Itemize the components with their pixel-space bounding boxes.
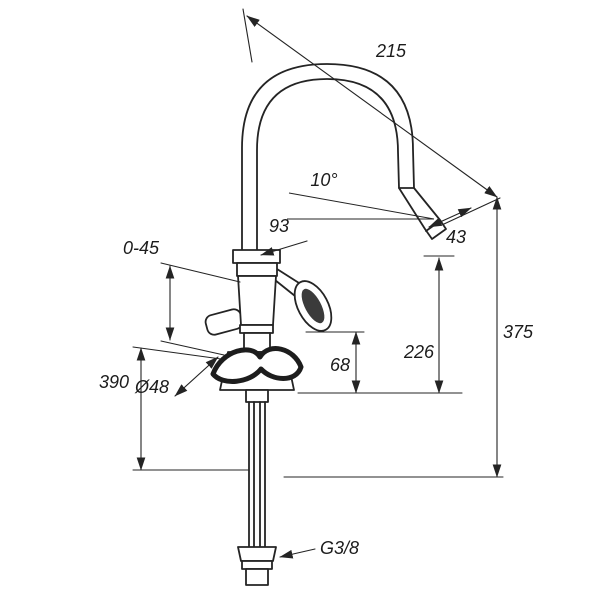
lever-handle [274,268,333,332]
dim-label-mounting-thickness: 0-45 [123,238,160,258]
dim-label-outlet-height: 226 [403,342,435,362]
leader-line-thread [279,548,316,559]
dimension-line-spout-reach [246,15,498,198]
spout-collar [232,249,281,264]
body-neck [236,262,278,277]
angle-outlet-line [288,192,435,220]
dim-label-aerator-length: 43 [446,227,466,247]
dim-label-spout-offset: 93 [269,216,289,236]
under-counter-assembly [237,389,277,586]
side-knob-cap [204,308,244,336]
supply-pipes [248,401,266,548]
connection-washer [241,560,273,570]
threaded-shank [245,389,269,403]
faucet-drawing [204,63,447,586]
body-main [237,275,277,326]
extension-line-mount-top [160,262,241,283]
spout-outer-edge [241,63,415,261]
dim-label-outlet-angle: 10° [310,170,337,190]
dimension-line-aerator-length [428,207,472,228]
dim-label-overall-height: 375 [503,322,534,342]
wing-handle [210,346,304,384]
extension-line-under-top [132,346,222,360]
extension-line-mount-bottom [160,340,225,356]
dimension-line-base-diameter [174,356,219,397]
dim-label-spout-reach: 215 [375,41,407,61]
dim-label-valve-height: 68 [330,355,350,375]
dim-label-under-counter-length: 390 [99,372,129,392]
lever-cap-inner [301,288,325,324]
dim-label-connection-thread: G3/8 [320,538,359,558]
body-ring [239,324,274,334]
dimension-line-spout-offset [260,240,308,256]
lever-arm-bottom [274,279,296,297]
dimension-annotations: 215 10° 93 43 375 226 68 0-45 [99,8,534,559]
dim-label-base-diameter: Ø48 [134,377,169,397]
lever-arm-top [276,268,300,284]
connection-nut [237,546,277,562]
connection-tailpiece [245,568,269,586]
extension-line-spout-tip [443,197,501,225]
